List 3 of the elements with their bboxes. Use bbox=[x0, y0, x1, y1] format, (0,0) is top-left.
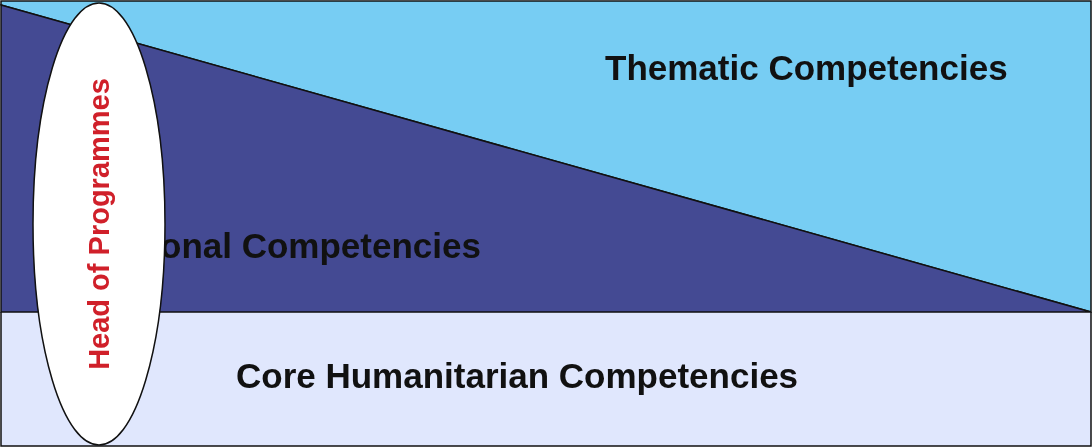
band-title: Thematic Competencies bbox=[605, 48, 1008, 88]
band-title: Core Humanitarian Competencies bbox=[236, 356, 799, 396]
oval-title: Head of Programmes bbox=[82, 78, 116, 370]
